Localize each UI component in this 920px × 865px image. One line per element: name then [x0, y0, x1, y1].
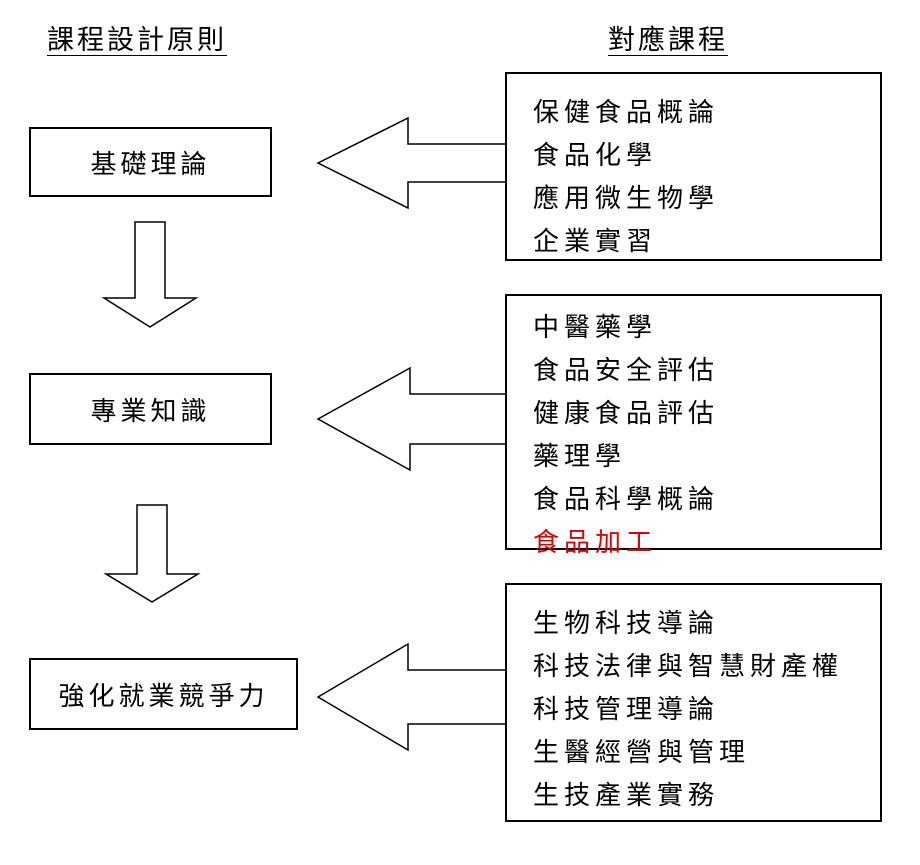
- course-item: 中醫藥學: [533, 313, 658, 343]
- course-item: 生物科技導論: [533, 609, 720, 639]
- principle-label: 強化就業競爭力: [58, 681, 269, 712]
- left-arrow-3: [316, 642, 508, 752]
- course-item: 藥理學: [533, 442, 627, 472]
- left-arrow-2: [316, 366, 508, 472]
- course-item: 科技管理導論: [533, 695, 720, 725]
- course-item: 食品化學: [533, 141, 658, 171]
- courses-header: 對應課程: [608, 25, 728, 56]
- principle-box-professional-knowledge: 專業知識: [29, 373, 272, 445]
- principle-box-foundation-theory: 基礎理論: [29, 127, 272, 197]
- course-item: 食品科學概論: [533, 485, 720, 515]
- course-box-professional: 中醫藥學 食品安全評估 健康食品評估 藥理學 食品科學概論 食品加工: [505, 294, 882, 558]
- principle-box-employment-competitiveness: 強化就業競爭力: [29, 658, 298, 730]
- course-box-foundation: 保健食品概論 食品化學 應用微生物學 企業實習: [505, 72, 882, 261]
- principles-header: 課程設計原則: [47, 25, 227, 56]
- course-box-competitiveness: 生物科技導論 科技法律與智慧財產權 科技管理導論 生醫經營與管理 生技產業實務: [505, 583, 882, 822]
- principle-label: 專業知識: [90, 396, 211, 427]
- course-item: 應用微生物學: [533, 184, 720, 214]
- course-item-highlighted: 食品加工: [533, 528, 658, 558]
- course-item: 健康食品評估: [533, 399, 720, 429]
- course-item: 企業實習: [533, 227, 658, 257]
- down-arrow-1: [101, 221, 199, 328]
- left-arrow-1: [316, 116, 508, 210]
- down-arrow-2: [103, 504, 201, 603]
- principle-label: 基礎理論: [90, 149, 211, 180]
- course-item: 生技產業實務: [533, 781, 720, 811]
- course-item: 科技法律與智慧財產權: [533, 652, 844, 682]
- course-item: 保健食品概論: [533, 98, 720, 128]
- course-item: 食品安全評估: [533, 356, 720, 386]
- course-item: 生醫經營與管理: [533, 738, 751, 768]
